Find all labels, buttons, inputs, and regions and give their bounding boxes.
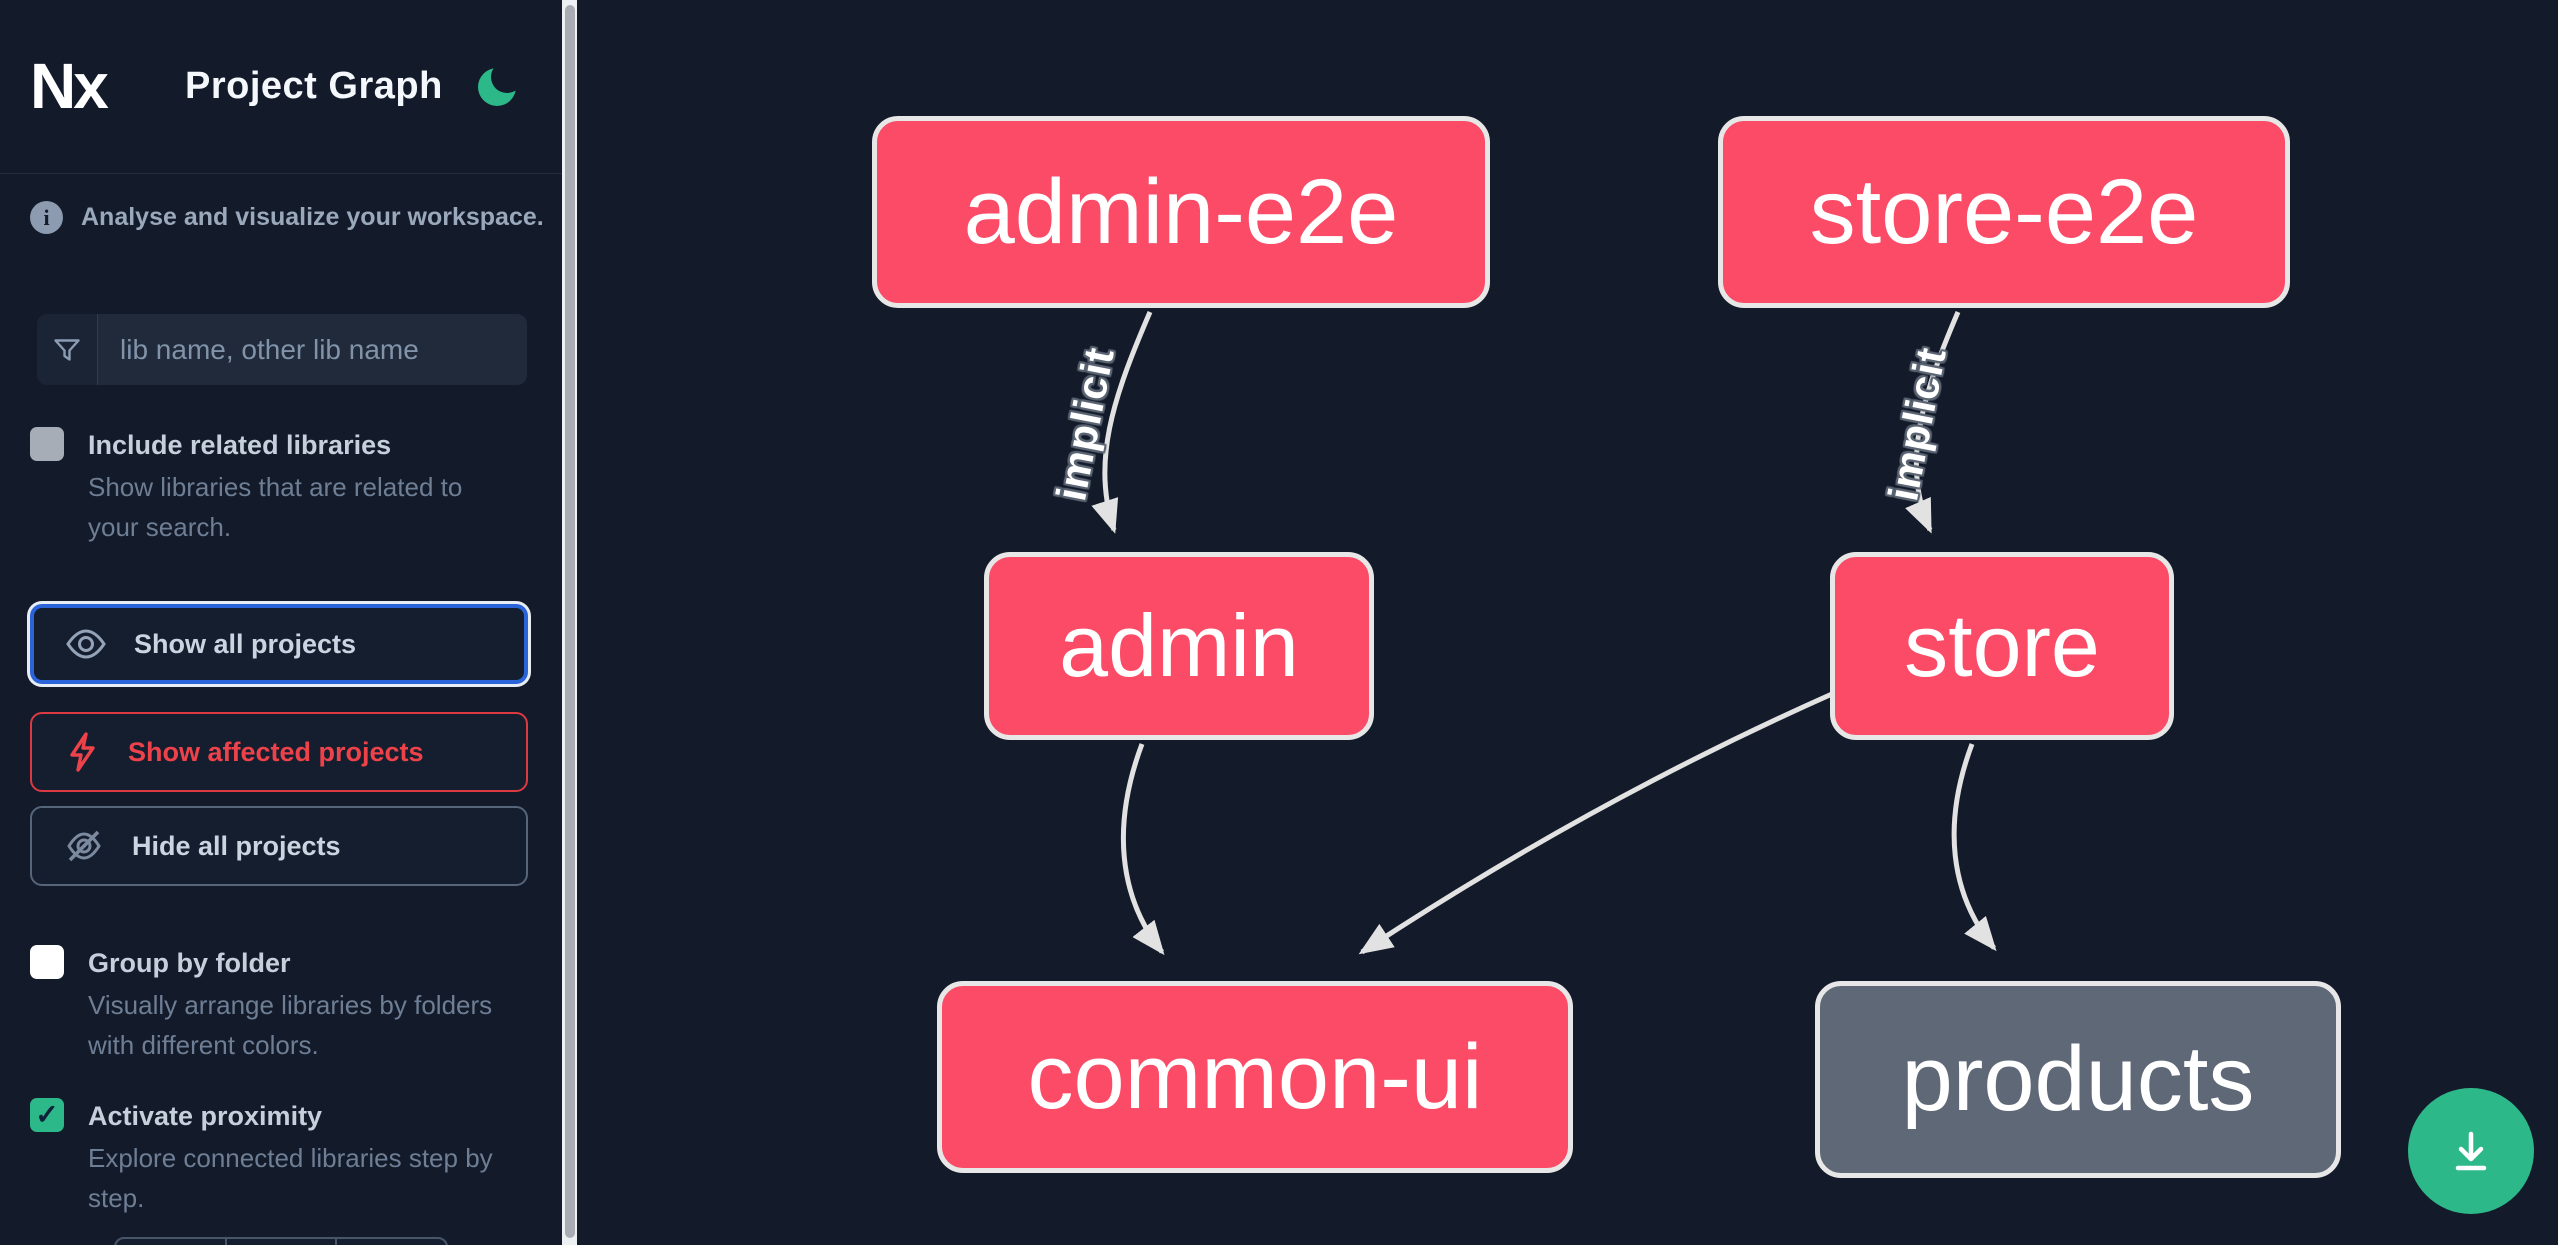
edge-store-common-ui [1358, 691, 1834, 955]
option-include-related: Include related libraries Show libraries… [0, 425, 532, 547]
graph-node-store-e2e[interactable]: store-e2e [1718, 116, 2290, 308]
checkmark-icon: ✓ [35, 1099, 59, 1130]
option-description: Explore connected libraries step by step… [88, 1143, 493, 1213]
button-label: Hide all projects [132, 830, 341, 861]
proximity-depth-stepper[interactable] [114, 1237, 448, 1245]
eye-off-icon [67, 830, 101, 862]
graph-node-admin[interactable]: admin [984, 552, 1374, 740]
edge-admin-e2e-admin [1091, 311, 1153, 534]
filter-icon [37, 314, 98, 385]
button-label: Show affected projects [128, 736, 424, 767]
tagline-text: Analyse and visualize your workspace. [81, 203, 544, 231]
tagline-row: i Analyse and visualize your workspace. [30, 201, 544, 234]
option-label: Include related libraries [88, 430, 392, 460]
search-box [37, 314, 527, 385]
info-icon: i [30, 201, 63, 234]
stepper-decrement[interactable] [116, 1239, 227, 1245]
sidebar: Nx Project Graph i Analyse and visualize… [0, 0, 562, 1245]
graph-node-common-ui[interactable]: common-ui [937, 981, 1573, 1173]
checkbox-include-related[interactable] [30, 427, 64, 461]
stepper-value [227, 1239, 338, 1245]
button-label: Show all projects [134, 628, 357, 659]
edge-admin-common-ui [1120, 743, 1165, 956]
page-title: Project Graph [185, 65, 443, 107]
download-icon [2455, 1131, 2487, 1171]
checkbox-group-by-folder[interactable] [30, 945, 64, 979]
graph-node-store[interactable]: store [1830, 552, 2174, 740]
show-affected-projects-button[interactable]: Show affected projects [30, 712, 528, 792]
edge-store-e2e-store [1905, 311, 1961, 534]
option-activate-proximity: ✓ Activate proximity Explore connected l… [0, 1096, 532, 1218]
bolt-icon [70, 732, 95, 772]
option-description: Visually arrange libraries by folders wi… [88, 990, 493, 1060]
edge-store-products [1951, 743, 1997, 952]
search-input[interactable] [98, 314, 527, 385]
eye-icon [66, 629, 106, 659]
graph-node-products[interactable]: products [1815, 981, 2341, 1178]
download-graph-button[interactable] [2408, 1088, 2534, 1214]
theme-toggle-moon-icon[interactable] [478, 61, 523, 108]
option-description: Show libraries that are related to your … [88, 472, 463, 542]
checkbox-activate-proximity[interactable]: ✓ [30, 1098, 64, 1132]
option-label: Activate proximity [88, 1101, 323, 1131]
stepper-increment[interactable] [337, 1239, 446, 1245]
hide-all-projects-button[interactable]: Hide all projects [30, 806, 528, 886]
scrollbar-thumb[interactable] [564, 5, 575, 1238]
option-label: Group by folder [88, 948, 291, 978]
sidebar-scrollbar[interactable] [562, 0, 577, 1245]
graph-node-admin-e2e[interactable]: admin-e2e [872, 116, 1490, 308]
option-group-by-folder: Group by folder Visually arrange librari… [0, 943, 532, 1065]
nx-logo: Nx [30, 50, 109, 122]
show-all-projects-button[interactable]: Show all projects [30, 604, 528, 684]
sidebar-header: Nx Project Graph [0, 0, 562, 174]
